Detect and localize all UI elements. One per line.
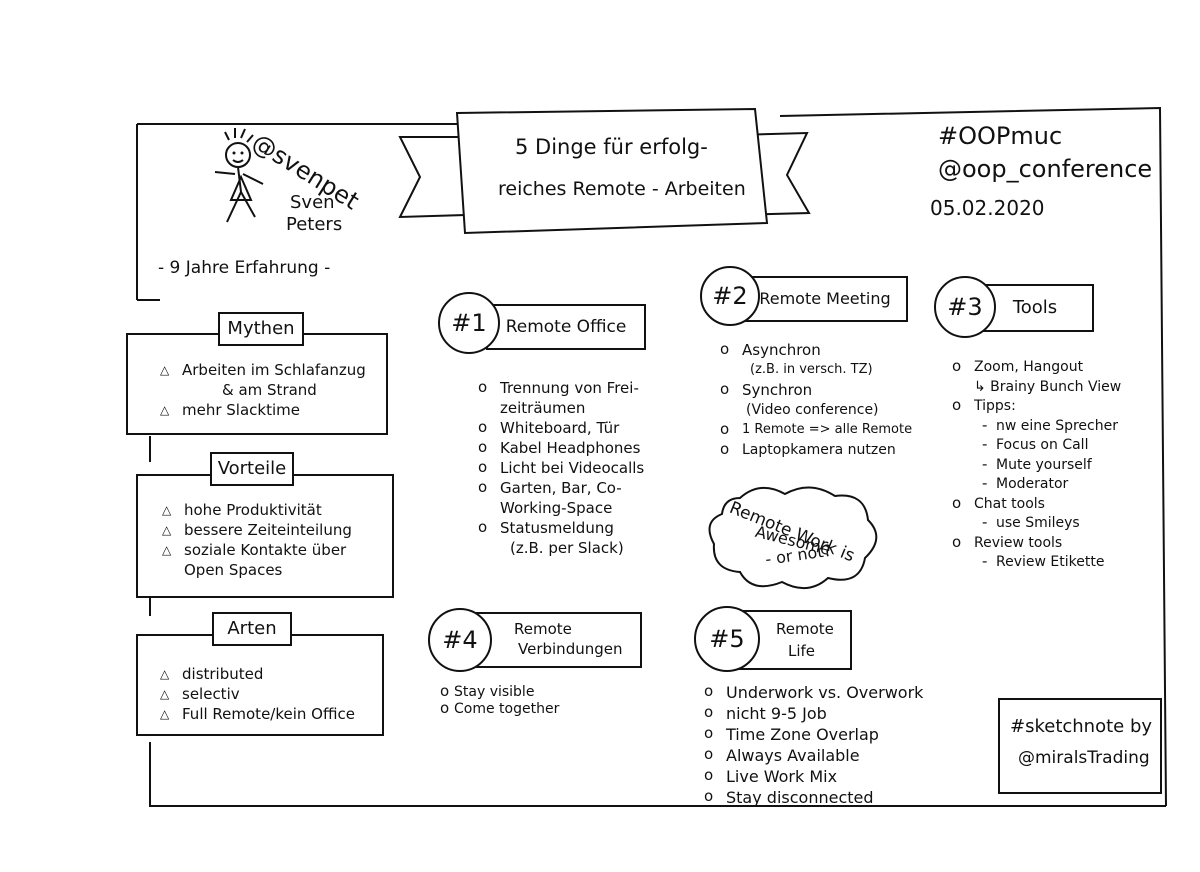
section-5-title-line-1: Remote [776,620,834,638]
list-item: distributed [160,664,355,684]
list-item: selectiv [160,684,355,704]
list-item: nicht 9-5 Job [704,702,923,724]
mythen-list: Arbeiten im Schlafanzug & am Strand mehr… [160,360,366,420]
credit-line-2: @miralsTrading [1018,748,1150,768]
list-item: (Video conference) [746,402,879,418]
arten-title: Arten [212,612,292,646]
stick-figure-illustration [214,128,264,223]
list-item: Licht bei Videocalls [478,457,644,478]
list-item: Stay disconnected [704,786,923,808]
section-5-list: Underwork vs. Overwork nicht 9-5 Job Tim… [704,681,923,808]
list-item: Open Spaces [184,561,283,579]
list-item: Garten, Bar, Co- [478,477,644,498]
list-item: Review Etikette [952,552,1121,573]
section-5-title-line-2: Life [788,642,816,660]
speaker-name-last: Peters [286,214,343,235]
list-item: Full Remote/kein Office [160,704,355,724]
conference-handle: @oop_conference [938,155,1153,183]
list-item: nw eine Sprecher [952,416,1121,437]
list-item: Synchron [720,379,912,400]
section-3-list: Zoom, Hangout ↳ Brainy Bunch View Tipps:… [952,357,1122,573]
list-item: Statusmeldung [478,517,644,538]
list-item: Focus on Call [952,435,1121,456]
speaker-experience: - 9 Jahre Erfahrung - [158,258,331,278]
section-1-number: #1 [438,292,500,354]
list-item: Asynchron [720,339,912,360]
list-item: & am Strand [222,381,317,399]
page-title-line-2: reiches Remote - Arbeiten [498,178,746,200]
list-item: Kabel Headphones [478,437,644,458]
vorteile-title: Vorteile [210,452,294,486]
credit-line-1: #sketchnote by [1010,716,1153,737]
list-item: Arbeiten im Schlafanzug [160,360,366,380]
list-item: Whiteboard, Tür [478,417,644,438]
section-5-number: #5 [694,606,760,672]
list-item: ↳ Brainy Bunch View [974,378,1122,395]
list-item: Trennung von Frei- [478,377,644,398]
section-4-title: Remote Verbindungen [476,612,642,668]
list-item: (z.B. per Slack) [510,539,624,557]
list-item: Chat tools [952,494,1121,515]
section-4-number: #4 [428,608,492,672]
section-4-list: Stay visible Come together [440,683,559,718]
list-item: Working-Space [500,499,613,517]
list-item: Live Work Mix [704,765,923,787]
list-item: 1 Remote => alle Remote [720,419,912,440]
section-4-title-line-2: Verbindungen [518,640,623,658]
list-item: Come together [440,700,559,718]
list-item: Underwork vs. Overwork [704,681,923,703]
section-1-list: Trennung von Frei- zeiträumen Whiteboard… [478,377,644,558]
cloud-illustration [708,486,878,589]
list-item: soziale Kontakte über [162,540,352,560]
page-title-line-1: 5 Dinge für erfolg- [515,135,708,159]
list-item: use Smileys [952,513,1121,534]
section-2-number: #2 [700,266,760,326]
conference-hashtag: #OOPmuc [938,122,1063,150]
list-item: Time Zone Overlap [704,723,923,745]
list-item: Stay visible [440,683,559,701]
list-item: hohe Produktivität [162,500,352,520]
list-item: Laptopkamera nutzen [720,439,912,460]
list-item: bessere Zeiteinteilung [162,520,352,540]
list-item: Mute yourself [952,455,1121,476]
list-item: Tipps: [952,396,1121,417]
title-banner [398,107,811,235]
list-item: (z.B. in versch. TZ) [750,362,873,377]
mythen-title: Mythen [218,312,304,346]
section-3-number: #3 [934,276,996,338]
list-item: Always Available [704,744,923,766]
section-4-title-line-1: Remote [514,620,572,638]
sketchnote-credit: #sketchnote by @miralsTrading [998,698,1162,794]
speaker-name-first: Sven [290,192,335,213]
conference-date: 05.02.2020 [930,196,1045,220]
section-2-list: Asynchron (z.B. in versch. TZ) Synchron … [720,339,912,460]
list-item: Zoom, Hangout [952,357,1121,378]
arten-list: distributed selectiv Full Remote/kein Of… [160,664,355,724]
list-item: zeiträumen [500,399,586,417]
vorteile-list: hohe Produktivität bessere Zeiteinteilun… [162,500,352,580]
list-item: Review tools [952,533,1121,554]
list-item: mehr Slacktime [160,400,366,420]
list-item: Moderator [952,474,1121,495]
section-2-title: Remote Meeting [742,276,908,322]
section-1-title: Remote Office [486,304,646,350]
